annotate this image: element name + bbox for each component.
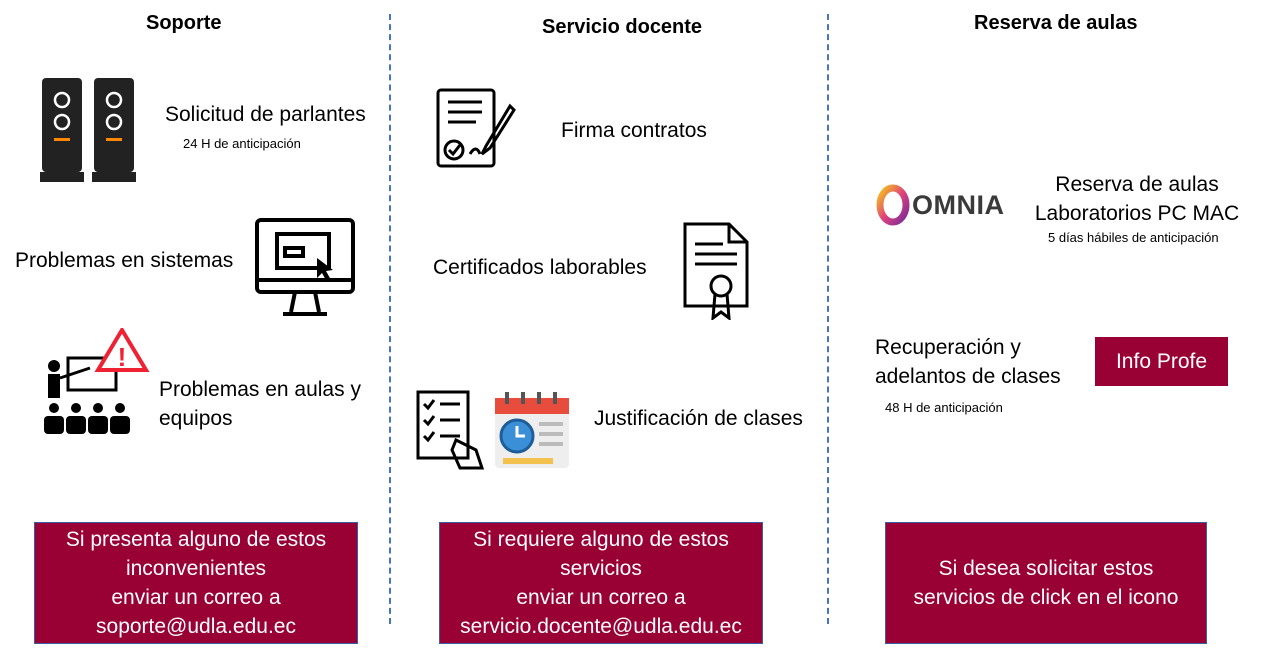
box-line: servicios de click en el icono [913,586,1179,609]
label-line: Recuperación y [875,336,1021,359]
label-line: equipos [159,407,233,430]
docente-info-box: Si requiere alguno de estos servicios en… [439,522,763,644]
omnia-logo-link[interactable]: OMNIA [876,183,1006,227]
label-line: adelantos de clases [875,365,1061,388]
box-line: Si requiere alguno de estos [473,528,729,551]
omnia-logo-text: OMNIA [912,190,1005,220]
speakers-request-label: Solicitud de parlantes [165,103,366,126]
docente-title: Servicio docente [542,16,703,38]
box-line: enviar un correo a [516,586,686,609]
computer-icon [255,218,355,316]
label-line: Reserva de aulas [1055,173,1219,196]
systems-problems-label: Problemas en sistemas [15,249,234,272]
reserva-title: Reserva de aulas [974,12,1138,34]
box-line: enviar un correo a [111,586,281,609]
classroom-problems-label: Problemas en aulas y equipos [159,375,361,433]
justification-label: Justificación de clases [594,407,803,430]
box-line: Si desea solicitar estos [938,557,1154,580]
box-line: servicios [560,557,642,580]
box-line: Si presenta alguno de estos [65,528,327,551]
column-divider [827,14,829,624]
reserva-info-box: Si desea solicitar estos servicios de cl… [885,522,1207,644]
svg-text:!: ! [118,342,127,372]
checklist-icon [416,390,485,470]
column-divider [389,14,391,624]
contracts-label: Firma contratos [561,119,707,142]
label-line: Laboratorios PC MAC [1034,202,1240,225]
support-email[interactable]: soporte@udla.edu.ec [96,615,296,638]
soporte-info-box: Si presenta alguno de estos inconvenient… [34,522,358,644]
certificate-icon [683,222,749,320]
box-line: inconvenientes [125,557,267,580]
speakers-note: 24 H de anticipación [183,136,301,151]
recuperacion-note: 48 H de anticipación [885,400,1003,415]
reserva-note: 5 días hábiles de anticipación [1048,230,1219,245]
reserva-label: Reserva de aulas Laboratorios PC MAC [1032,170,1242,228]
calendar-clock-icon [495,392,569,468]
contract-sign-icon [436,88,516,168]
classroom-warning-icon: ! [44,328,150,434]
recuperacion-label: Recuperación y adelantos de clases [875,333,1061,391]
speakers-icon [40,78,136,182]
omnia-ring-icon [876,184,910,226]
info-profe-button[interactable]: Info Profe [1095,337,1228,386]
certificates-label: Certificados laborables [433,256,647,279]
docente-email[interactable]: servicio.docente@udla.edu.ec [460,615,742,638]
soporte-title: Soporte [146,12,222,34]
label-line: Problemas en aulas y [159,378,361,401]
